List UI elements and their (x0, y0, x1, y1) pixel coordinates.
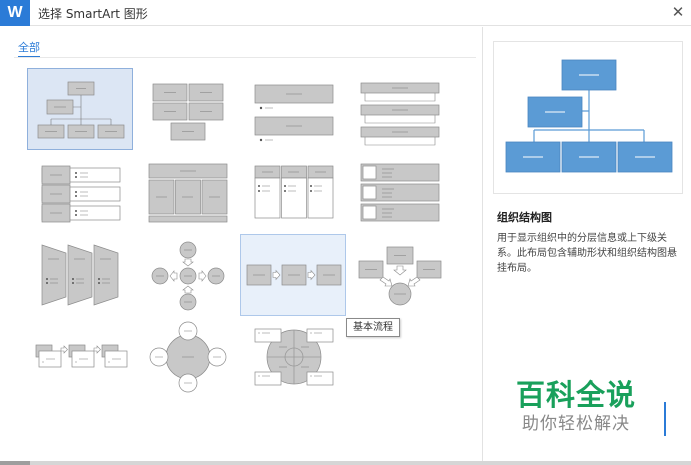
preview-title: 组织结构图 (497, 211, 552, 224)
org-chart-preview (505, 59, 673, 173)
gallery-separator (14, 57, 476, 58)
title-bar: W 选择 SmartArt 图形 ✕ (0, 0, 691, 26)
wps-writer-icon: W (0, 0, 30, 26)
preview-description: 用于显示组织中的分层信息或上下级关系。此布局包含辅助形状和组织结构图悬挂布局。 (497, 233, 677, 274)
smartart-thumb-circle-cycle[interactable] (240, 316, 346, 398)
picture-process-thumbnail (35, 344, 128, 368)
hover-tooltip: 基本流程 (346, 318, 400, 337)
bracket-list-thumbnail (360, 82, 440, 146)
bar-list-thumbnail (254, 84, 334, 142)
bullet-columns-thumbnail (254, 165, 334, 219)
smartart-thumb-bracket-list[interactable] (346, 68, 452, 150)
smartart-thumb-trapezoid-list[interactable] (27, 234, 133, 316)
circle-hub-thumbnail (149, 321, 227, 393)
picture-list-thumbnail (360, 163, 440, 222)
window-title: 选择 SmartArt 图形 (38, 7, 148, 21)
radial-cycle-thumbnail (151, 241, 225, 311)
watermark-sub: 助你轻松解决 (522, 414, 630, 434)
table-columns-thumbnail (148, 163, 228, 223)
smartart-thumb-bar-list[interactable] (240, 68, 346, 150)
gallery-pane: 全部 (0, 27, 482, 461)
smartart-thumb-tabbed-list[interactable] (27, 151, 133, 233)
horizontal-scrollbar[interactable] (0, 461, 691, 465)
smartart-thumb-bullet-columns[interactable] (240, 151, 346, 233)
preview-image (493, 41, 683, 194)
pane-divider (482, 27, 483, 461)
smartart-thumb-basic-process[interactable] (240, 234, 346, 316)
tabbed-list-thumbnail (41, 165, 121, 223)
smartart-thumb-radial-cycle[interactable] (134, 234, 240, 316)
basic-process-thumbnail (246, 264, 342, 286)
watermark-main: 百科全说 (516, 378, 637, 412)
circle-cycle-thumbnail (254, 328, 334, 386)
scrollbar-thumb[interactable] (0, 461, 30, 465)
org-chart-thumbnail (37, 81, 125, 139)
smartart-thumb-picture-list[interactable] (346, 151, 452, 233)
watermark-bar (664, 402, 666, 436)
trapezoid-list-thumbnail (41, 244, 119, 306)
smartart-thumb-box-hierarchy[interactable] (134, 68, 240, 150)
category-tab-all[interactable]: 全部 (18, 39, 40, 58)
smartart-thumb-picture-process[interactable] (27, 316, 133, 398)
box-hierarchy-thumbnail (152, 83, 224, 141)
close-button[interactable]: ✕ (671, 3, 685, 21)
converging-process-thumbnail (358, 246, 442, 306)
smartart-thumb-org-chart[interactable] (27, 68, 133, 150)
smartart-thumb-converging-process[interactable] (346, 234, 452, 316)
smartart-thumb-circle-hub[interactable] (134, 316, 240, 398)
smartart-thumb-table-columns[interactable] (134, 151, 240, 233)
